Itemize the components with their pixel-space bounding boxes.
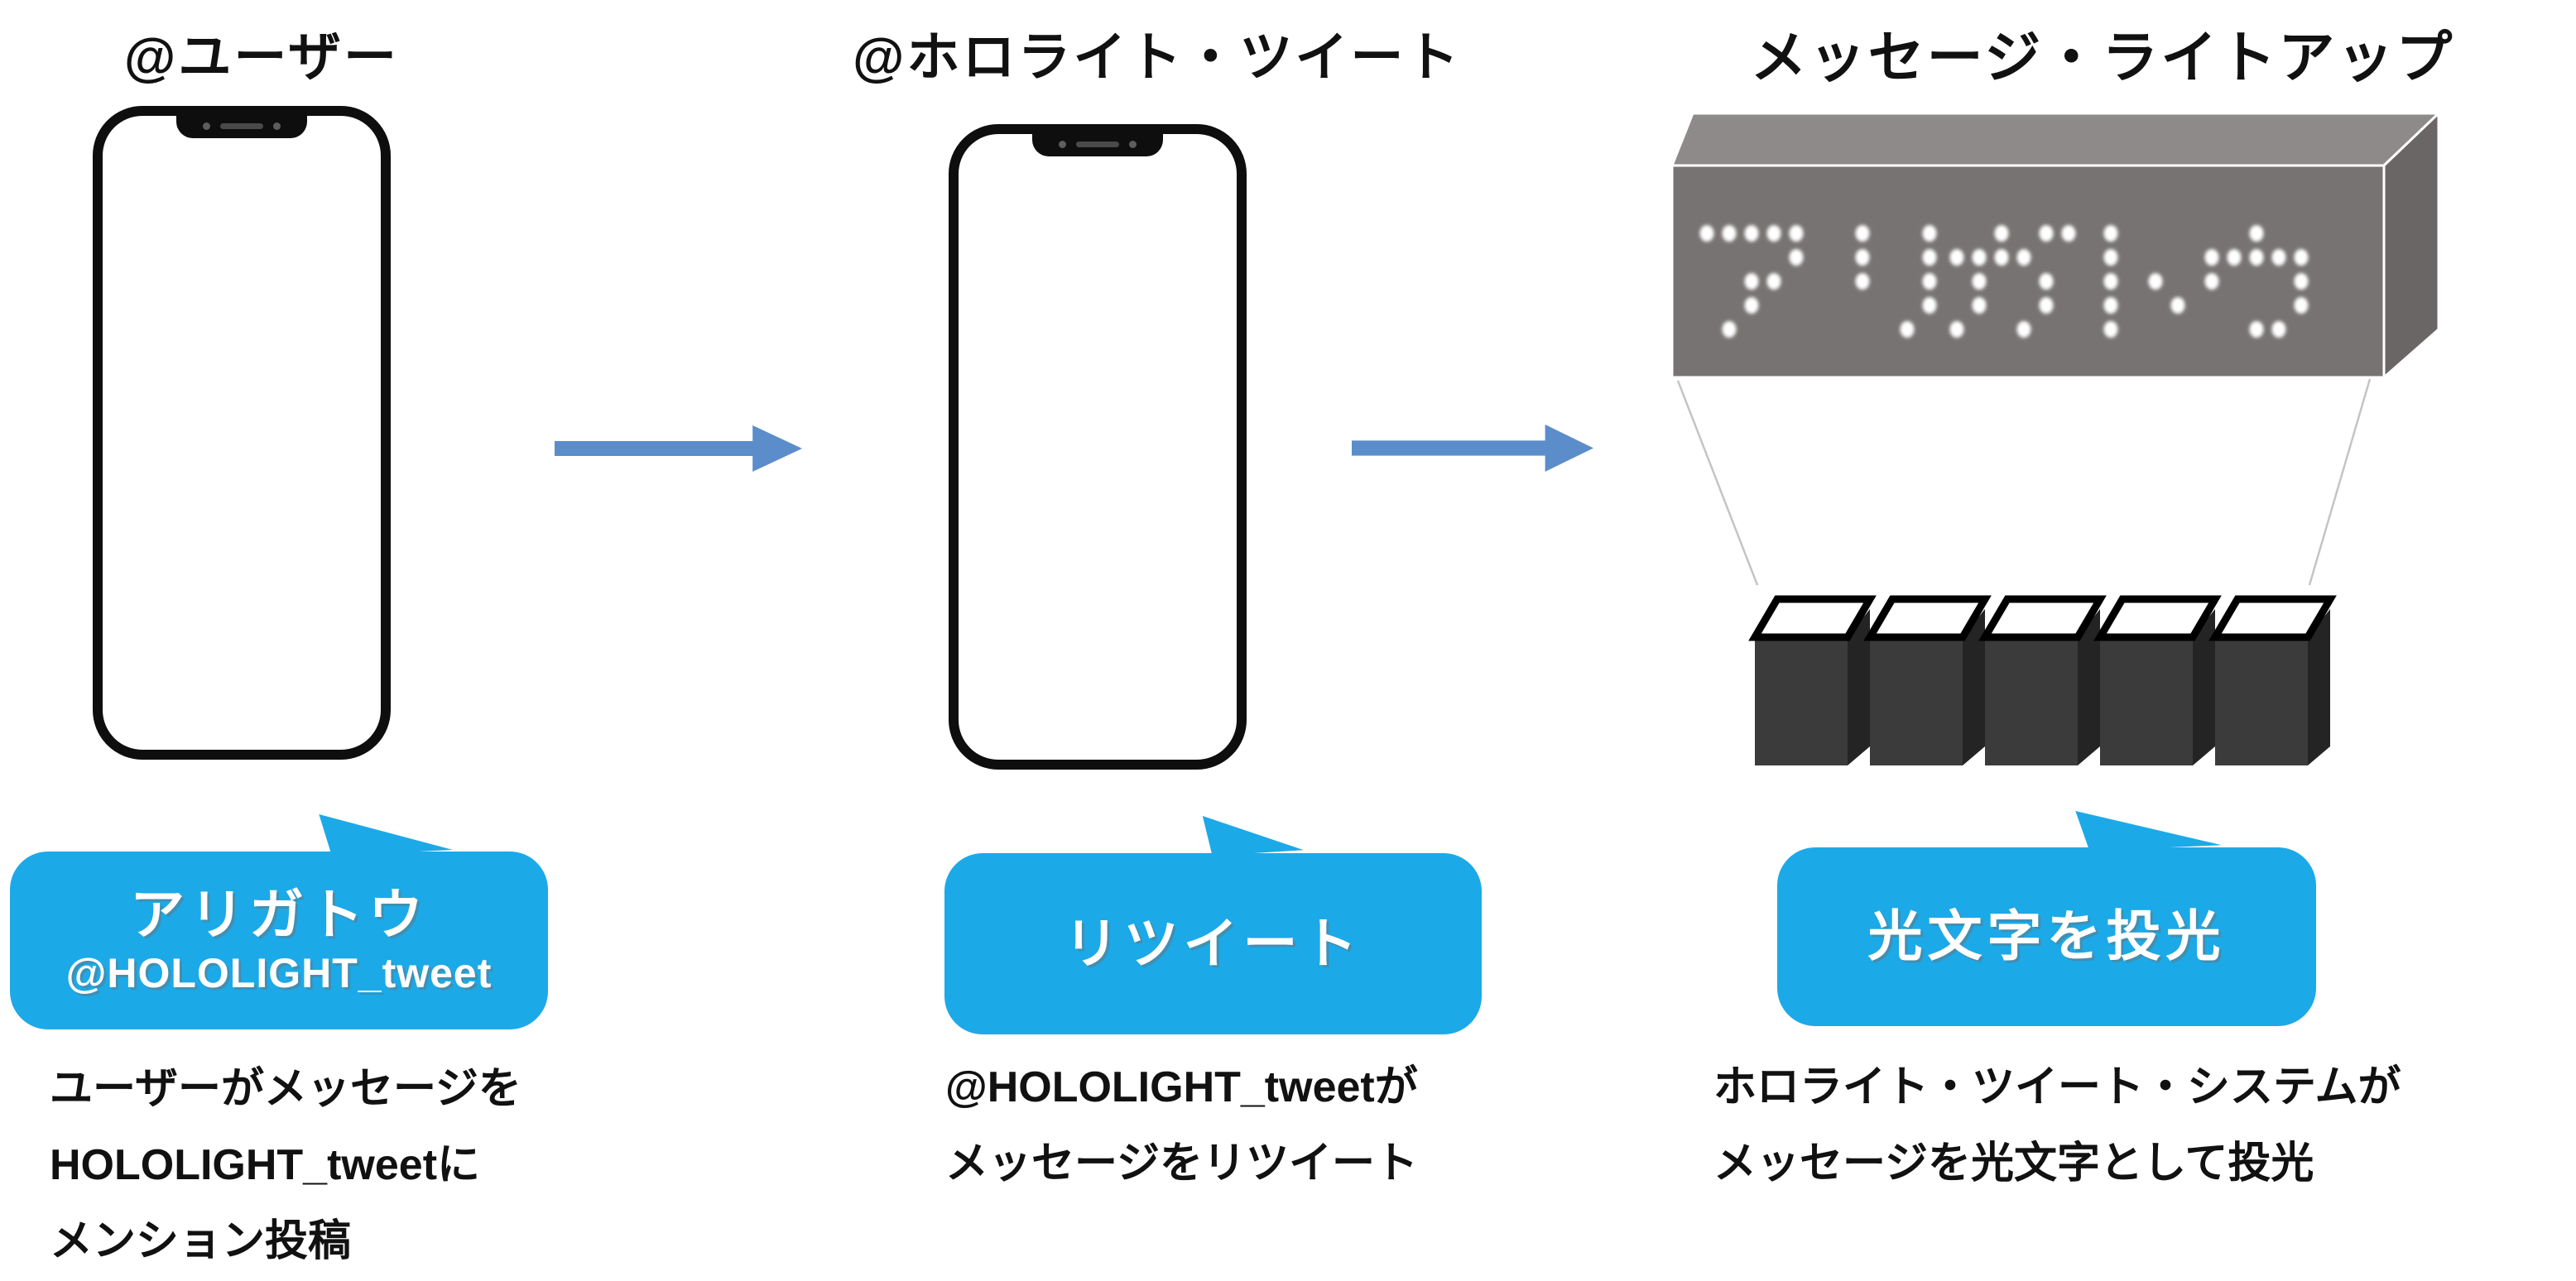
phone-camera-icon (1059, 140, 1066, 148)
projector-side-face (1963, 609, 1985, 765)
phone-notch (1032, 132, 1163, 156)
projector-side-face (2308, 609, 2330, 765)
description-line: @HOLOLIGHT_tweetが (945, 1063, 1418, 1111)
projector-front-face (2100, 637, 2193, 765)
description-line: ホロライト・ツイート・システムが (1713, 1063, 2401, 1111)
projector-top-face (1863, 595, 1992, 641)
projector-top-face (1748, 595, 1877, 641)
phone-speaker-icon (1076, 141, 1119, 147)
projector-side-face (2193, 609, 2215, 765)
phone-camera-icon (203, 122, 210, 130)
projector-side-face (1848, 609, 1870, 765)
speech-bubble-tail-2 (1202, 816, 1304, 856)
description-light-projection: ホロライト・ツイート・システムが メッセージを光文字として投光 (1713, 1049, 2401, 1202)
projector-side-face (2078, 609, 2100, 765)
description-line: ユーザーがメッセージを (50, 1065, 521, 1113)
column-title-hololight-tweet: @ホロライト・ツイート (853, 27, 1462, 87)
bubble-user-mention: @HOLOLIGHT_tweet (65, 949, 493, 996)
phone-notch (176, 113, 307, 138)
projector-top-face (2208, 595, 2337, 641)
description-line: HOLOLIGHT_tweetに (50, 1141, 481, 1189)
description-line: メッセージをリツイート (945, 1139, 1418, 1187)
projector-front-face (1870, 637, 1963, 765)
projection-line-left (1676, 380, 1759, 586)
led-display-top-face (1670, 112, 2442, 167)
projection-line-right (2308, 378, 2372, 586)
smartphone-user (93, 106, 391, 760)
column-title-message-lightup: メッセージ・ライトアップ (1750, 26, 2455, 89)
projector-front-face (1755, 637, 1848, 765)
smartphone-hololight (949, 124, 1247, 770)
flow-arrow-2 (1352, 425, 1593, 472)
speech-bubble-retweet: リツイート (944, 853, 1482, 1034)
phone-speaker-icon (220, 122, 263, 129)
description-retweet: @HOLOLIGHT_tweetが メッセージをリツイート (945, 1049, 1418, 1202)
phone-camera-icon (273, 122, 281, 130)
projector-front-face (1985, 637, 2078, 765)
speech-bubble-user: アリガトウ @HOLOLIGHT_tweet (10, 852, 548, 1029)
led-figure-svg (1670, 110, 2442, 765)
description-line: メンション投稿 (50, 1217, 352, 1265)
speech-bubble-light-projection: 光文字を投光 (1777, 847, 2316, 1026)
projector-front-face (2215, 637, 2308, 765)
bubble-user-message: アリガトウ (130, 883, 428, 945)
bubble-retweet-label: リツイート (1064, 912, 1362, 974)
led-dots (1699, 225, 2309, 338)
speech-bubble-tail-3 (2075, 811, 2222, 851)
led-display-front-face (1670, 164, 2386, 379)
projector-top-face (2093, 595, 2222, 641)
description-line: メッセージを光文字として投光 (1713, 1139, 2314, 1187)
bubble-light-projection-label: 光文字を投光 (1867, 905, 2226, 967)
flow-arrow-1 (555, 425, 802, 472)
projector-row (1748, 595, 2337, 765)
description-user: ユーザーがメッセージを HOLOLIGHT_tweetに メンション投稿 (50, 1051, 521, 1279)
column-title-user: @ユーザー (123, 27, 400, 87)
speech-bubble-tail-1 (319, 814, 453, 856)
projector-top-face (1978, 595, 2107, 641)
phone-camera-icon (1129, 140, 1137, 148)
